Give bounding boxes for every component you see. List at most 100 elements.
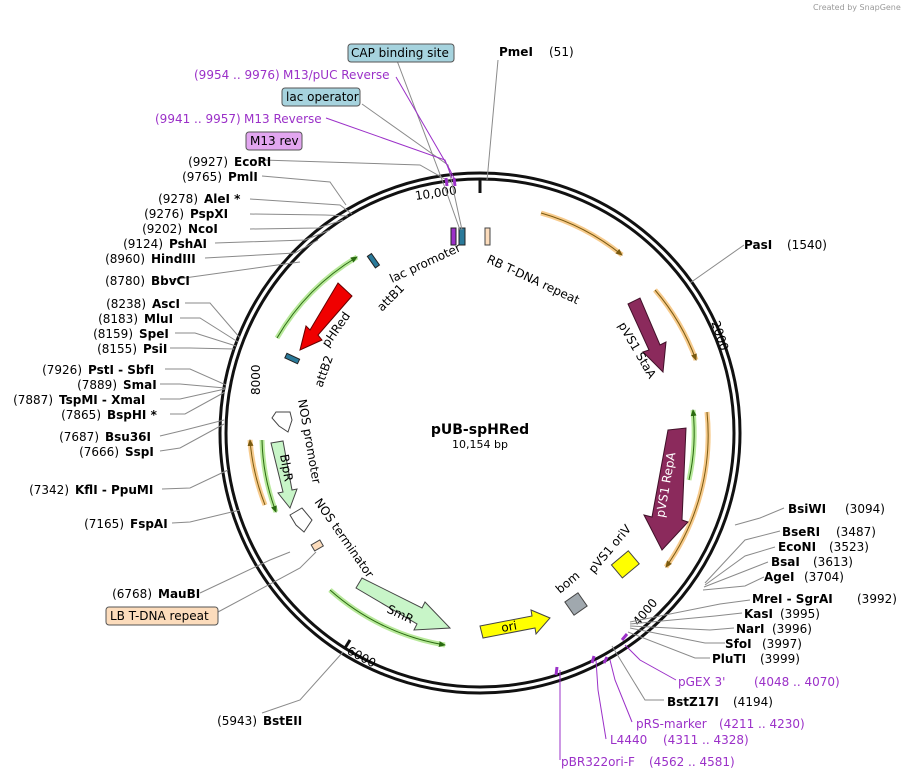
svg-text:PshAI: PshAI: [169, 237, 207, 251]
svg-text:(7165): (7165): [84, 517, 124, 531]
attb2-marker: [284, 352, 301, 365]
svg-text:lac operator: lac operator: [286, 90, 359, 104]
plasmid-name: pUB-spHRed: [431, 422, 529, 438]
site-hindiii: (8960)HindIII: [105, 252, 196, 266]
site-pluti: PluTI(3999): [712, 652, 800, 666]
green-arc-attb-core: [276, 256, 358, 339]
svg-text:BspHI *: BspHI *: [107, 408, 158, 422]
site-pmli: (9765)PmlI: [182, 170, 258, 184]
site-bsphi: (7865)BspHI *: [61, 408, 157, 422]
attb2-label: attB2: [312, 354, 336, 389]
attb1-label: attB1: [374, 281, 407, 314]
lb-tdna-repeat-tag: LB T-DNA repeat: [105, 606, 219, 626]
svg-text:(7342): (7342): [29, 483, 69, 497]
svg-text:(8238): (8238): [106, 297, 146, 311]
svg-text:CAP binding site: CAP binding site: [351, 46, 449, 60]
nos-promoter-label: NOS promoter: [295, 398, 324, 485]
primer-pgex3: pGEX 3' (4048 .. 4070): [678, 675, 840, 689]
svg-text:PsiI: PsiI: [143, 342, 167, 356]
svg-text:(9765): (9765): [182, 170, 222, 184]
svg-text:(9124): (9124): [123, 237, 163, 251]
svg-text:BsiWI: BsiWI: [788, 502, 826, 516]
svg-text:(7889): (7889): [77, 378, 117, 392]
svg-text:BstEII: BstEII: [263, 714, 302, 728]
svg-text:(4048 .. 4070): (4048 .. 4070): [754, 675, 840, 689]
site-asci: (8238) AscI: [106, 297, 180, 311]
site-pmei: PmeI (51): [499, 45, 574, 59]
svg-text:EcoNI: EcoNI: [778, 540, 816, 554]
site-smai: (7889)SmaI: [77, 378, 157, 392]
svg-text:(3996): (3996): [772, 622, 812, 636]
svg-text:SfoI: SfoI: [725, 637, 752, 651]
svg-text:pGEX 3': pGEX 3': [678, 675, 725, 689]
svg-text:(4194): (4194): [733, 695, 773, 709]
svg-text:NcoI: NcoI: [188, 222, 218, 236]
lac-promoter-label: lac promoter: [387, 241, 463, 286]
site-bsiwi: BsiWI (3094): [788, 502, 885, 516]
svg-text:PmeI: PmeI: [499, 45, 533, 59]
attb1-marker: [366, 252, 381, 269]
svg-text:AscI: AscI: [152, 297, 180, 311]
site-kfli-ppumi: (7342)KflI - PpuMI: [29, 483, 153, 497]
ori-label: ori: [500, 618, 518, 634]
orange-arc-right-core: [665, 411, 709, 568]
site-nari: NarI(3996): [736, 622, 812, 636]
svg-text:(9941 .. 9957): (9941 .. 9957): [155, 112, 241, 126]
svg-text:(9954 .. 9976): (9954 .. 9976): [194, 68, 280, 82]
pvs1-oriv-box: [610, 550, 640, 579]
svg-text:(9278): (9278): [158, 192, 198, 206]
cap-binding-site-tag: CAP binding site: [347, 43, 455, 63]
site-fspai: (7165) FspAI: [84, 517, 168, 531]
svg-text:AgeI: AgeI: [764, 570, 794, 584]
site-kasi: KasI(3995): [744, 607, 820, 621]
svg-text:pRS-marker: pRS-marker: [636, 717, 707, 731]
nos-promoter-arrow: [271, 411, 293, 433]
site-ncoi: (9202) NcoI: [142, 222, 218, 236]
primer-lines: [325, 76, 677, 760]
svg-text:FspAI: FspAI: [130, 517, 168, 531]
bom-label: bom: [553, 568, 582, 596]
bom-box: [564, 592, 588, 616]
rb-tdna-label: RB T-DNA repeat: [485, 252, 582, 307]
primer-marks: [444, 177, 629, 676]
tick-label-8000: 8000: [249, 364, 263, 395]
svg-text:(3094): (3094): [845, 502, 885, 516]
lac-operator-tag: lac operator: [281, 87, 361, 107]
site-econi: EcoNI(3523): [778, 540, 869, 554]
site-bstz17i: BstZ17I (4194): [667, 695, 773, 709]
svg-text:MauBI: MauBI: [158, 587, 200, 601]
svg-text:(7926): (7926): [42, 363, 82, 377]
svg-text:PstI - SbfI: PstI - SbfI: [88, 363, 154, 377]
tick-label-10000: 10,000: [414, 183, 458, 203]
svg-text:PluTI: PluTI: [712, 652, 746, 666]
green-arc-bottom-core: [329, 589, 446, 647]
svg-text:(3487): (3487): [836, 525, 876, 539]
backbone-outer: [218, 171, 742, 695]
site-ecori: (9927)EcoRI: [188, 155, 271, 169]
svg-text:BstZ17I: BstZ17I: [667, 695, 719, 709]
svg-text:(6768): (6768): [112, 587, 152, 601]
green-arc-right-core: [688, 409, 697, 481]
leader-lines: [159, 57, 785, 714]
svg-text:(4311 .. 4328): (4311 .. 4328): [663, 733, 749, 747]
svg-text:HindIII: HindIII: [151, 252, 196, 266]
primer-m13-reverse: (9941 .. 9957) M13 Reverse: [155, 112, 322, 126]
smr-arrow: [355, 577, 452, 631]
plasmid-size: 10,154 bp: [452, 438, 508, 451]
primer-m13puc-reverse: (9954 .. 9976) M13/pUC Reverse: [194, 68, 390, 82]
blpr-arrow: [270, 440, 298, 510]
svg-text:KasI: KasI: [744, 607, 773, 621]
primer-prs-marker: pRS-marker (4211 .. 4230): [636, 717, 805, 731]
svg-text:(8183): (8183): [98, 312, 138, 326]
lb-tdna-marker: [310, 539, 325, 552]
svg-text:(51): (51): [549, 45, 574, 59]
rb-tdna-marker: [484, 227, 491, 246]
svg-text:(9202): (9202): [142, 222, 182, 236]
site-bseri: BseRI(3487): [782, 525, 876, 539]
svg-text:BsaI: BsaI: [771, 555, 800, 569]
site-bsai: BsaI(3613): [771, 555, 853, 569]
site-mrei-sgrai: MreI - SgrAI(3992): [752, 592, 897, 606]
svg-text:(4211 .. 4230): (4211 .. 4230): [719, 717, 805, 731]
site-spei: (8159)SpeI: [93, 327, 169, 341]
svg-text:(3997): (3997): [762, 637, 802, 651]
